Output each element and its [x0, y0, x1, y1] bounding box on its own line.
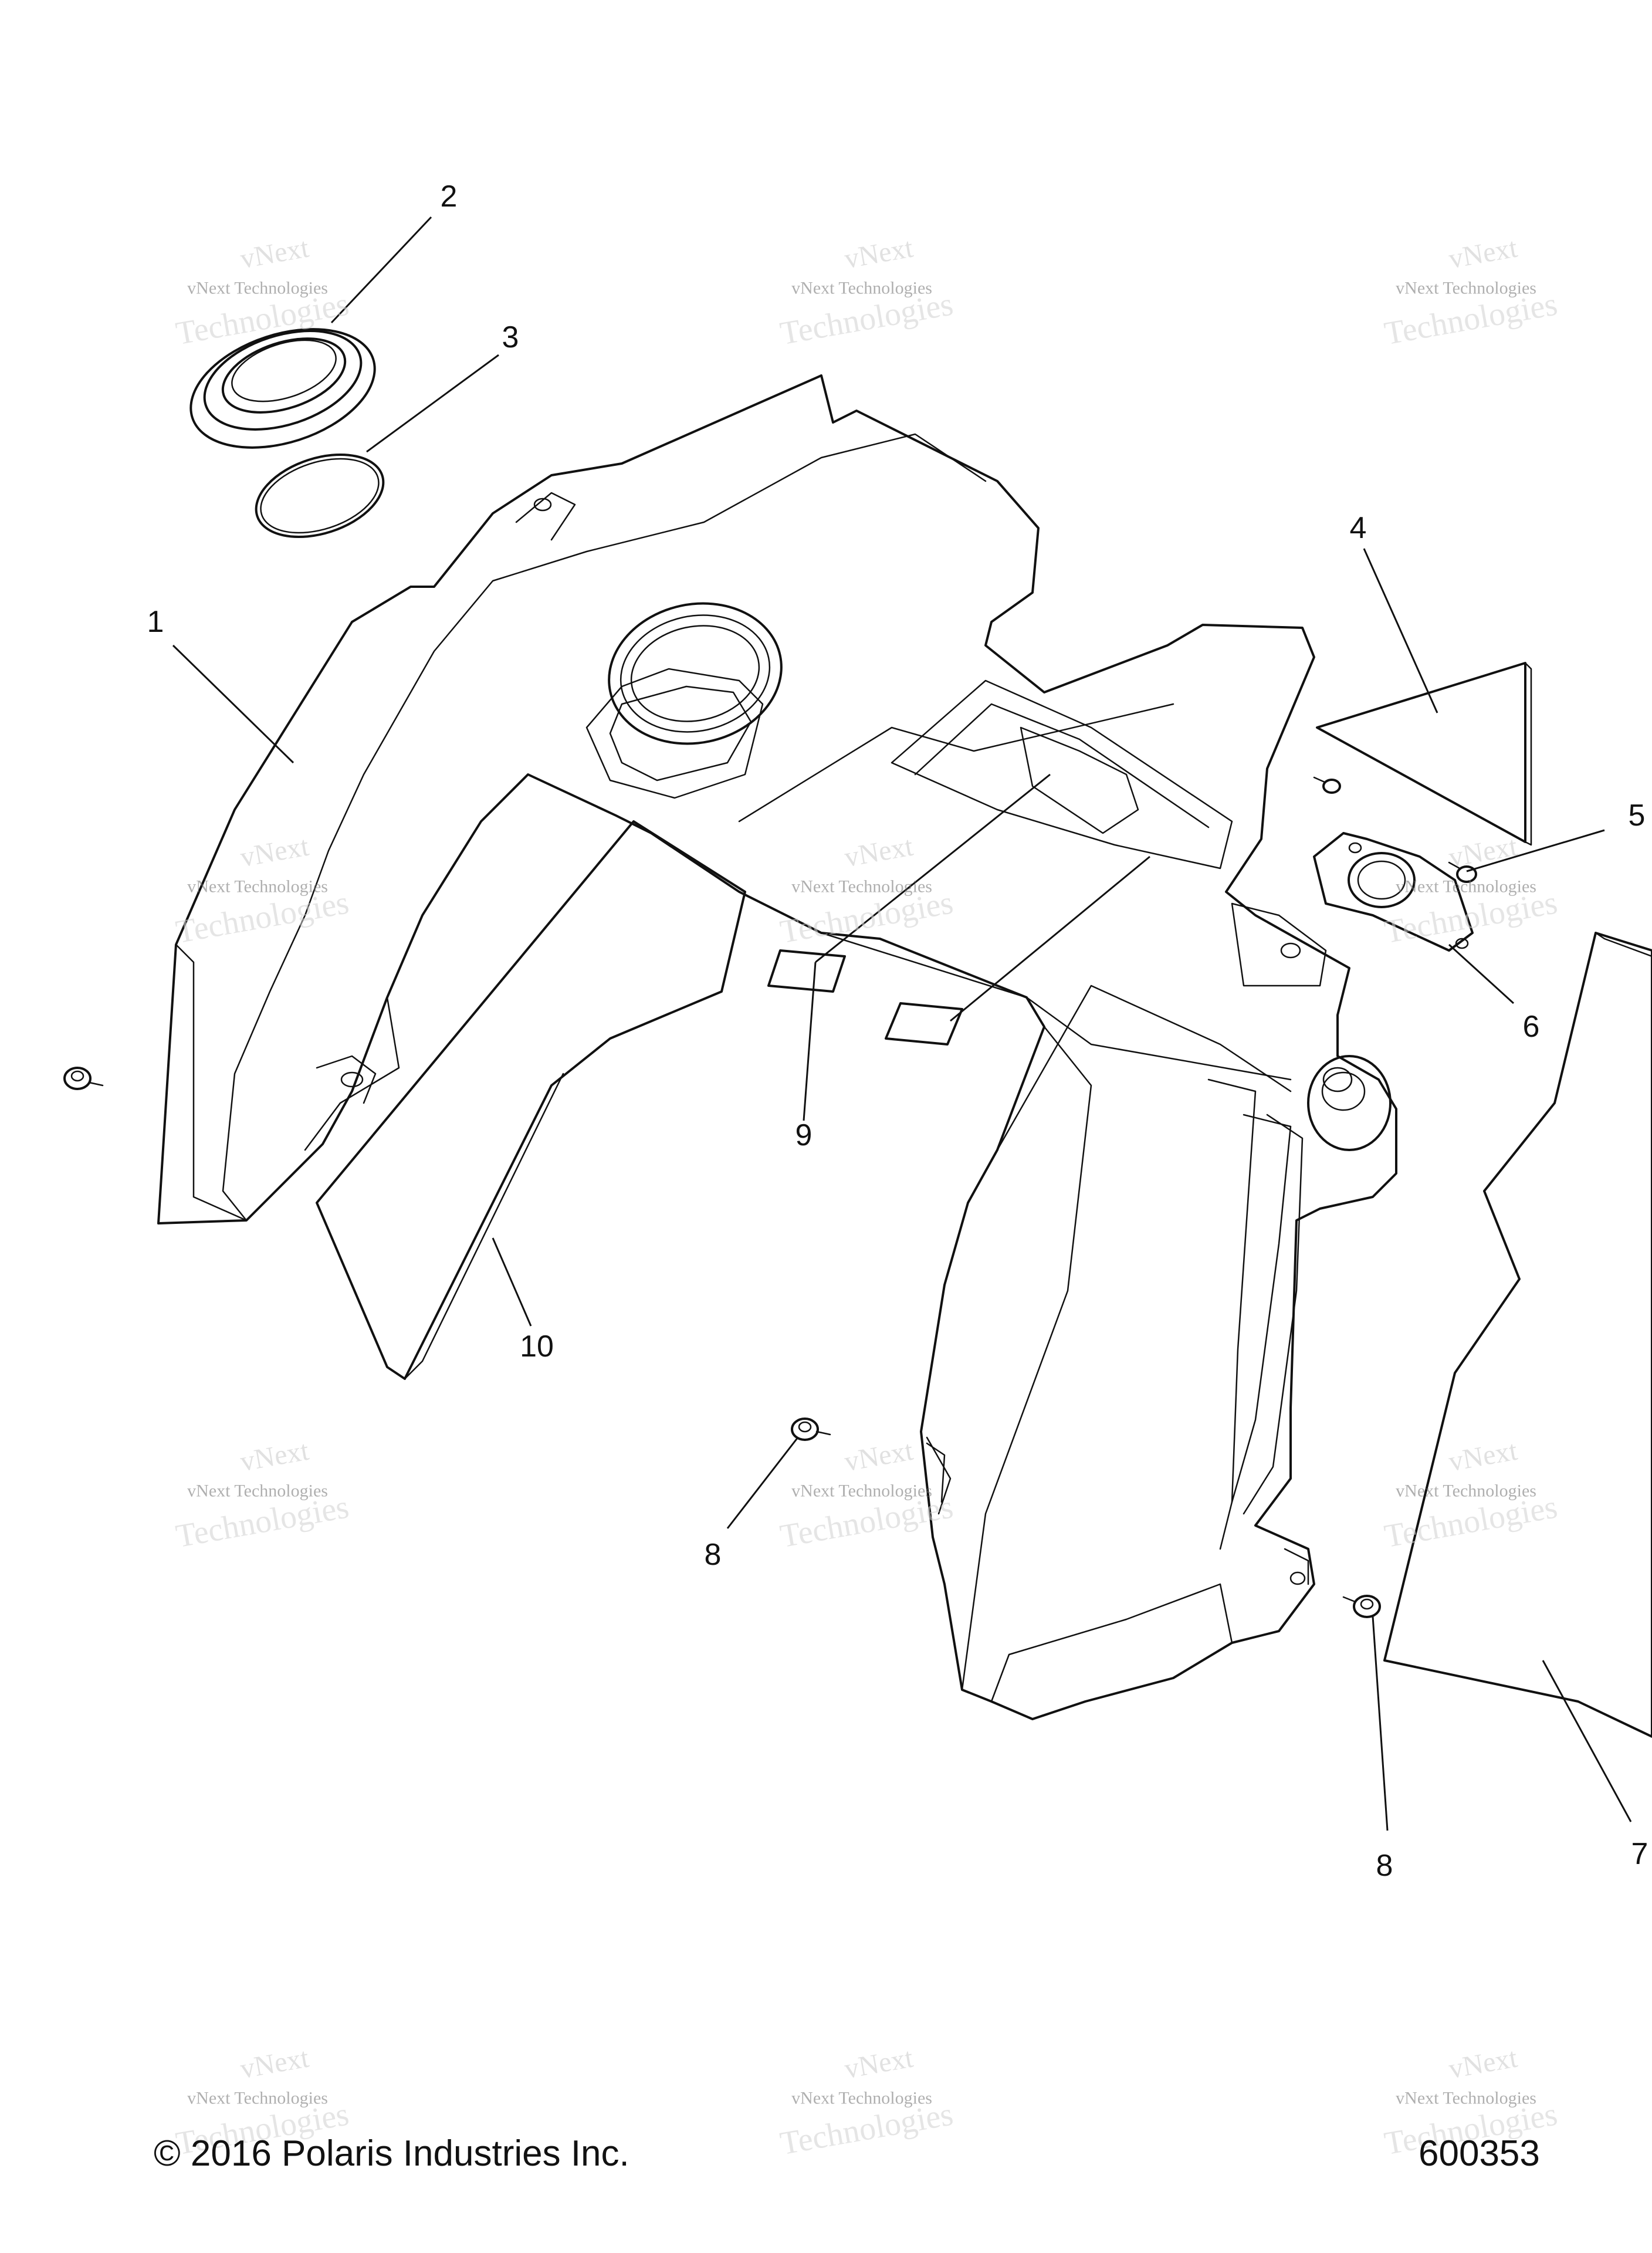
part-8-push-rivet-right — [1342, 1595, 1381, 1618]
part-3-o-ring — [255, 453, 385, 539]
part-6-bracket — [1313, 832, 1474, 952]
part-10-left-decal — [316, 820, 746, 1380]
screw — [1313, 776, 1341, 794]
callout-8-left: 8 — [704, 1538, 722, 1572]
callout-5: 5 — [1628, 799, 1646, 833]
part-5-fastener — [1448, 861, 1477, 883]
callout-10: 10 — [520, 1330, 554, 1364]
leader-lines — [172, 216, 1632, 1831]
figure-number: 600353 — [1419, 2133, 1540, 2174]
push-rivet-far-left — [63, 1067, 104, 1090]
callout-7: 7 — [1631, 1837, 1648, 1871]
callout-2: 2 — [440, 180, 458, 214]
copyright-text: © 2016 Polaris Industries Inc. — [154, 2133, 629, 2174]
part-2-fuel-cap-nut — [189, 328, 376, 449]
part-8-push-rivet-left — [791, 1418, 831, 1441]
part-7-right-decal — [1383, 932, 1652, 1738]
part-9-small-decals — [767, 949, 963, 1046]
part-1-fuel-tank-shroud — [157, 374, 1397, 1720]
callout-8-right: 8 — [1376, 1849, 1393, 1883]
callout-3: 3 — [502, 320, 519, 354]
callout-1: 1 — [147, 605, 164, 639]
callout-6: 6 — [1522, 1010, 1540, 1044]
callout-4: 4 — [1349, 511, 1367, 545]
callout-9: 9 — [795, 1118, 813, 1152]
part-4-triangle-decal — [1316, 662, 1532, 846]
